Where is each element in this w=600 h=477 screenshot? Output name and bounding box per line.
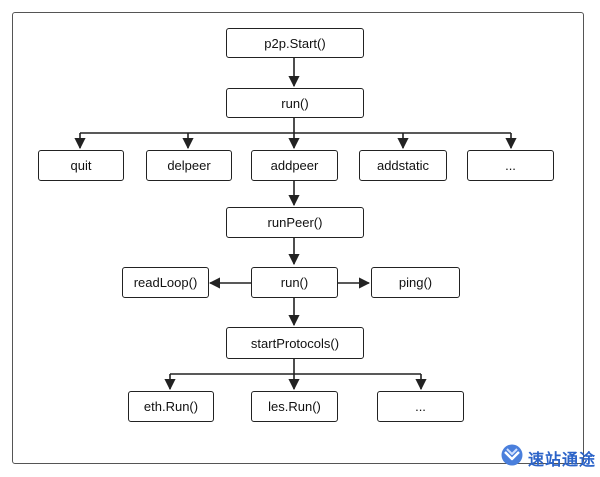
node-ping: ping() bbox=[371, 267, 460, 298]
node-p2p-start: p2p.Start() bbox=[226, 28, 364, 58]
node-quit: quit bbox=[38, 150, 124, 181]
node-eth-run: eth.Run() bbox=[128, 391, 214, 422]
node-run-mid: run() bbox=[251, 267, 338, 298]
watermark-text: 速站通途 bbox=[528, 451, 597, 469]
node-ellipsis-2: ... bbox=[377, 391, 464, 422]
node-delpeer: delpeer bbox=[146, 150, 232, 181]
node-runpeer: runPeer() bbox=[226, 207, 364, 238]
node-les-run: les.Run() bbox=[251, 391, 338, 422]
diagram-frame bbox=[12, 12, 584, 464]
node-run-top: run() bbox=[226, 88, 364, 118]
node-addstatic: addstatic bbox=[359, 150, 447, 181]
watermark: 速站通途 bbox=[500, 444, 596, 471]
node-addpeer: addpeer bbox=[251, 150, 338, 181]
node-readloop: readLoop() bbox=[122, 267, 209, 298]
double-chevron-logo-icon bbox=[500, 444, 524, 471]
node-ellipsis-1: ... bbox=[467, 150, 554, 181]
node-startprotocols: startProtocols() bbox=[226, 327, 364, 359]
